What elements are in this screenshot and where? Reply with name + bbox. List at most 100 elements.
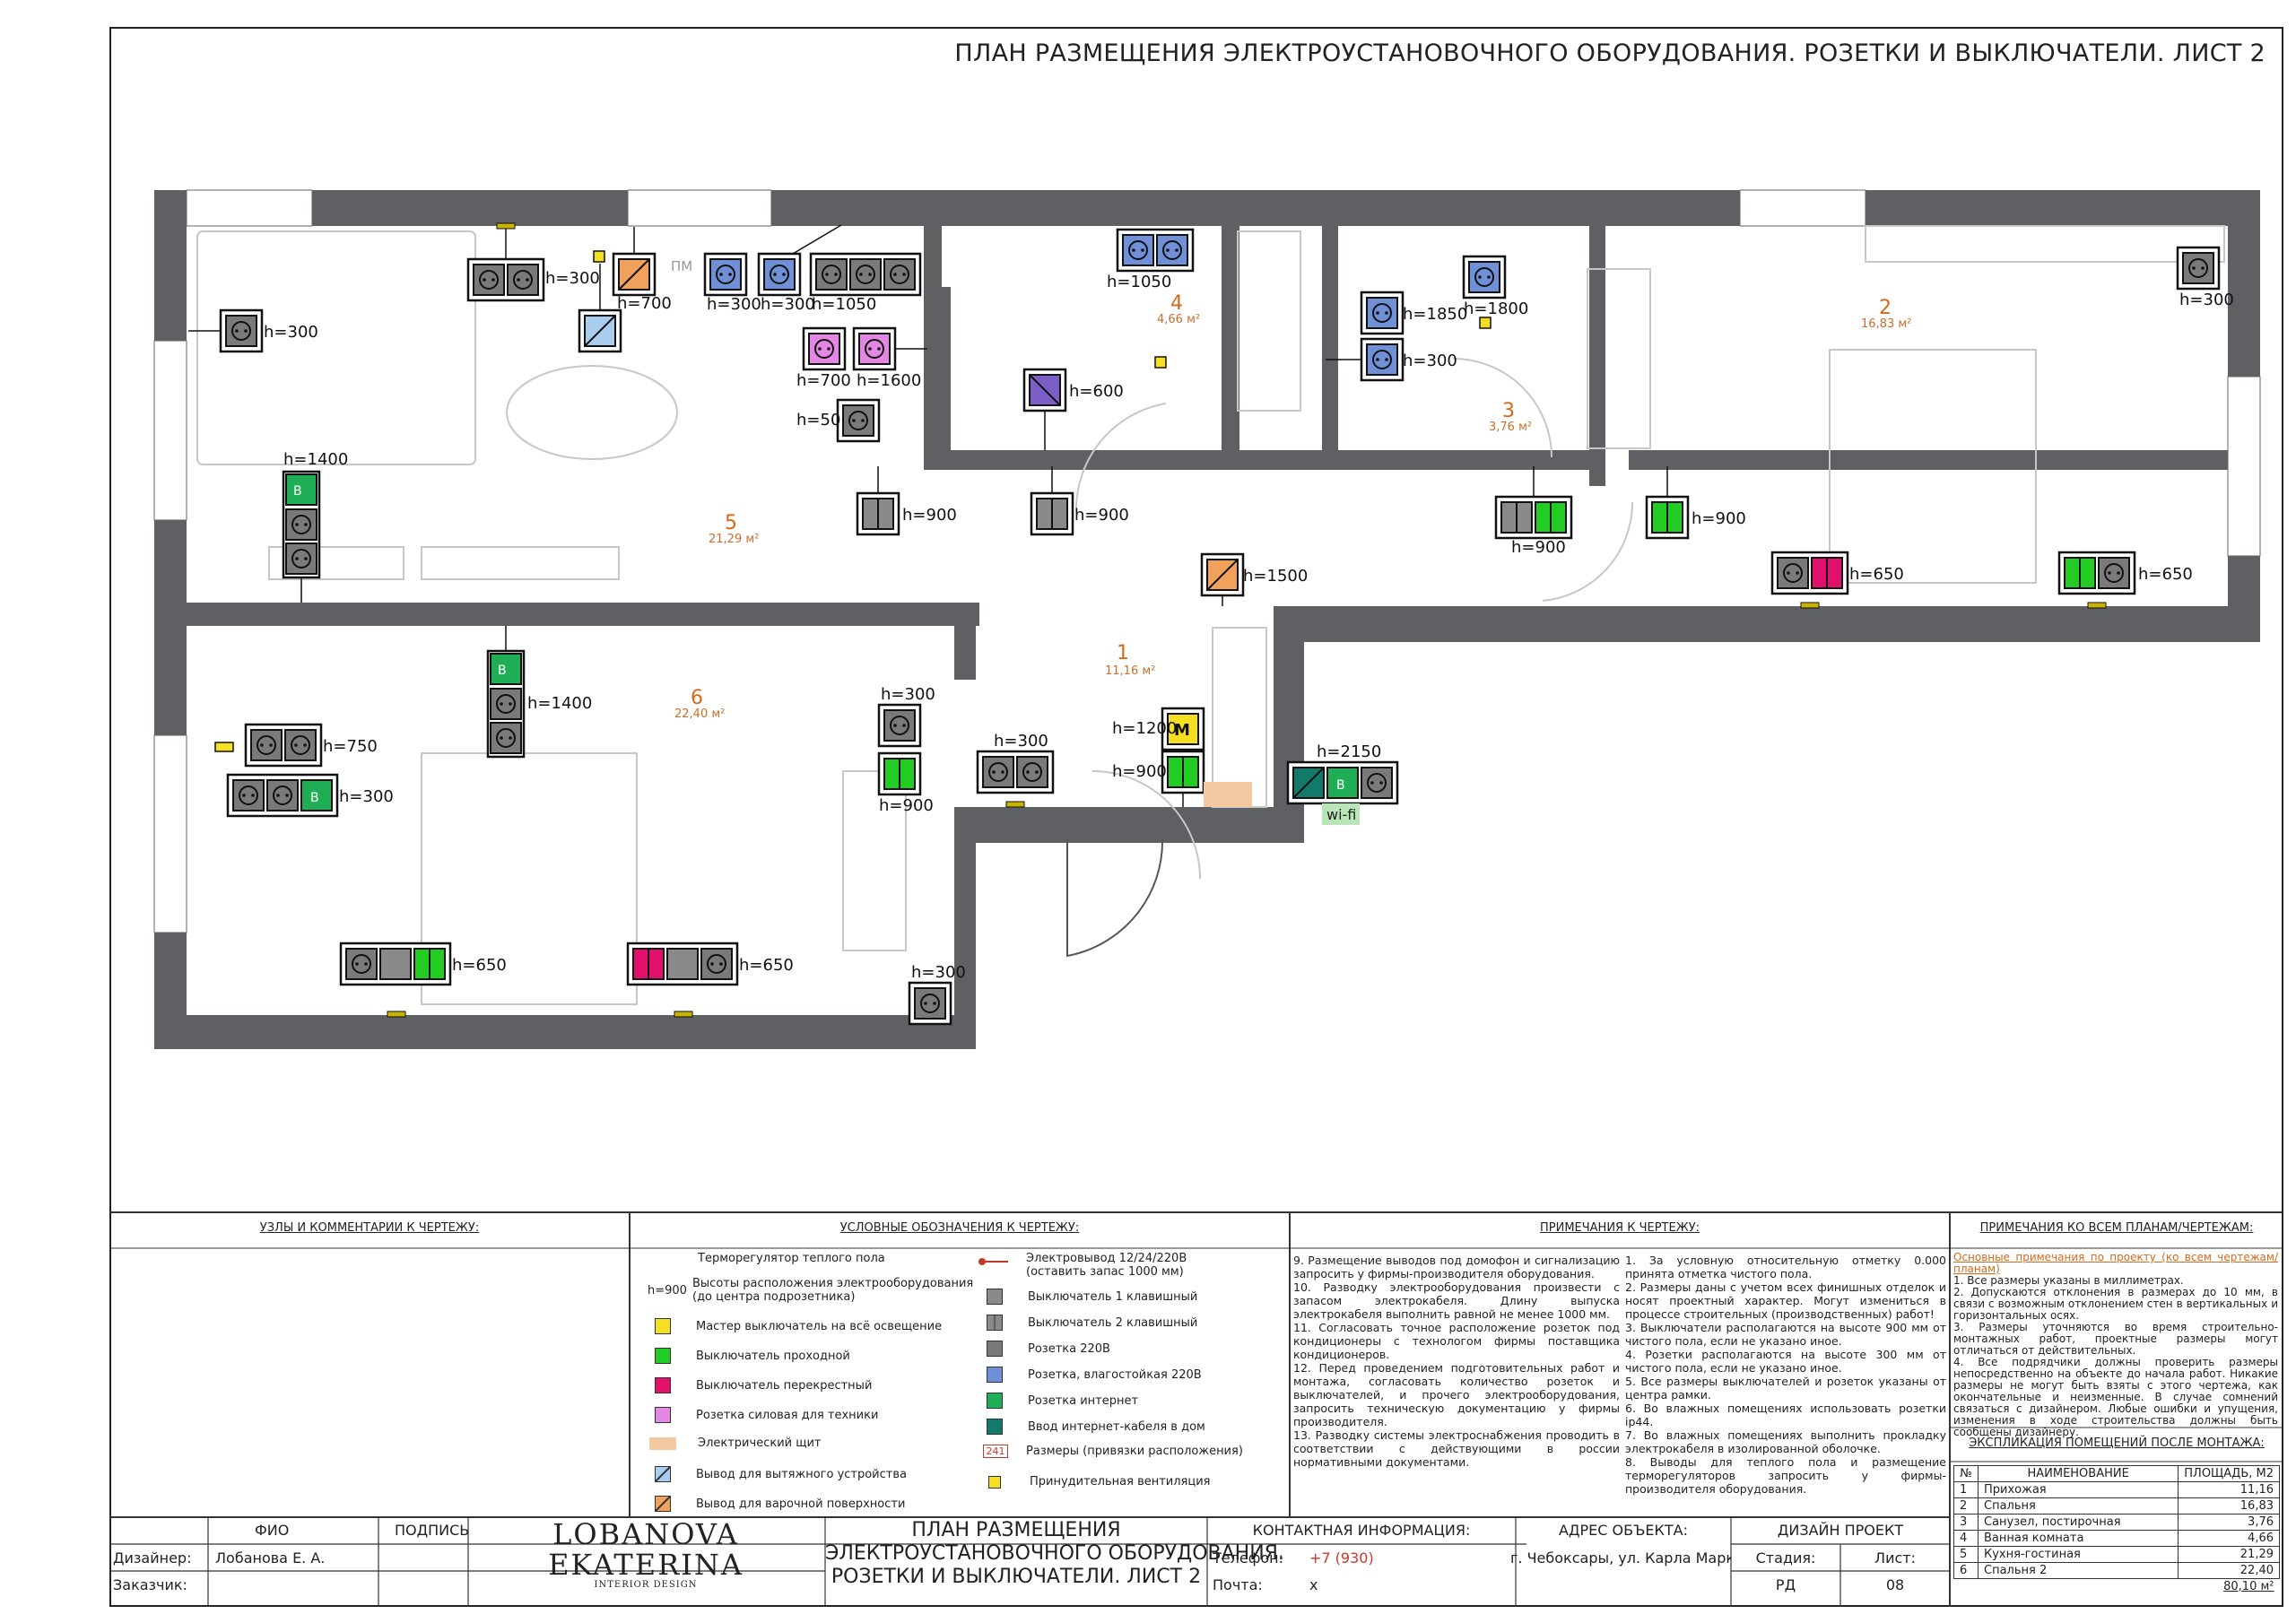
svg-text:h=600: h=600	[1069, 382, 1124, 401]
wifi-label: wi-fi	[1326, 806, 1356, 823]
svg-text:h=1050: h=1050	[812, 295, 876, 314]
svg-text:h=1400: h=1400	[527, 694, 592, 713]
label-h300: h=300	[545, 269, 600, 288]
bedroom2-right-bedside	[626, 942, 739, 1018]
wc-switch-pair	[1494, 466, 1573, 540]
phone-label: Телефон:	[1213, 1549, 1284, 1567]
svg-text:h=300: h=300	[994, 732, 1048, 751]
electric-panel	[1204, 782, 1252, 807]
mail-value: x	[1309, 1576, 1318, 1593]
legend-pass: Выключатель проходной	[655, 1348, 850, 1364]
svg-text:h=650: h=650	[1849, 565, 1904, 584]
svg-text:h=50: h=50	[796, 411, 840, 430]
svg-text:h=1500: h=1500	[1243, 567, 1308, 586]
notes-col-1: 9. Размещение выводов под домофон и сигн…	[1293, 1254, 1620, 1469]
legend-master: Мастер выключатель на всё освещение	[655, 1318, 942, 1334]
svg-text:h=900: h=900	[902, 506, 957, 525]
bedroom2-corner-socket	[908, 981, 952, 1026]
studio-logo: LOBANOVA EKATERINA INTERIOR DESIGN	[548, 1517, 744, 1590]
kitchen-double-socket	[466, 222, 545, 302]
hood-outlet	[578, 264, 622, 353]
legend-header: УСЛОВНЫЕ ОБОЗНАЧЕНИЯ К ЧЕРТЕЖУ:	[839, 1221, 1080, 1235]
room-2-number: 2	[1879, 297, 1892, 319]
label-h700: h=700	[617, 294, 672, 313]
legend-net: Розетка интернет	[987, 1393, 1138, 1409]
svg-text:М: М	[1174, 721, 1190, 740]
svg-text:h=900: h=900	[1511, 538, 1566, 557]
general-notes: Основные примечания по проекту (ко всем …	[1953, 1251, 2278, 1438]
power-socket-2	[852, 326, 927, 371]
legend-thermostat: Терморегулятор теплого пола	[698, 1252, 885, 1265]
svg-text:h=1200: h=1200	[1112, 719, 1177, 738]
nodes-header: УЗЛЫ И КОММЕНТАРИИ К ЧЕРТЕЖУ:	[259, 1221, 480, 1235]
room-6-number: 6	[691, 687, 703, 709]
mail-label: Почта:	[1213, 1576, 1263, 1593]
svg-text:h=1400: h=1400	[283, 450, 348, 469]
svg-text:h=300: h=300	[707, 295, 761, 314]
svg-text:h=300: h=300	[761, 295, 815, 314]
power-socket-1	[802, 326, 847, 371]
master-switch: М	[1161, 707, 1205, 751]
svg-text:В: В	[293, 484, 302, 499]
wet-socket-2	[757, 224, 842, 297]
svg-text:В: В	[1336, 778, 1345, 793]
legend-wet: Розетка, влагостойкая 220В	[987, 1367, 1202, 1383]
room-1-area: 11,16 м²	[1105, 664, 1155, 678]
notes-header: ПРИМЕЧАНИЯ К ЧЕРТЕЖУ:	[1539, 1221, 1700, 1235]
table-header: № НАИМЕНОВАНИЕ ПЛОЩАДЬ, М2	[1953, 1465, 2280, 1482]
svg-text:h=650: h=650	[452, 956, 507, 975]
svg-text:h=650: h=650	[739, 956, 794, 975]
svg-text:h=300: h=300	[881, 685, 935, 704]
hall-double-socket	[976, 750, 1055, 808]
svg-text:h=1850: h=1850	[1403, 305, 1467, 324]
hall-pass-switch	[1161, 750, 1205, 807]
desk-triple-socket: В	[226, 773, 339, 818]
internet-input-block: В	[1286, 760, 1399, 805]
wc-wet-socket-1	[1360, 291, 1405, 335]
bath-wet-double	[1116, 228, 1195, 273]
svg-text:h=300: h=300	[1403, 352, 1457, 370]
legend-sw1: Выключатель 1 клавишный	[987, 1289, 1197, 1305]
legend-netin: Ввод интернет-кабеля в дом	[987, 1419, 1205, 1435]
table-total: 80,10 м²	[2223, 1580, 2274, 1593]
drawing-title: ПЛАН РАЗМЕЩЕНИЯ ЭЛЕКТРОУСТАНОВОЧНОГО ОБО…	[825, 1519, 1284, 1588]
bedroom2-left-bedside	[339, 942, 452, 1018]
room-3-number: 3	[1502, 400, 1515, 422]
kitchen-low-socket	[836, 398, 881, 443]
svg-text:h=300: h=300	[911, 963, 966, 982]
wifi-badge	[1322, 803, 1360, 825]
legend-heights: h=900 Высоты расположения электрооборудо…	[648, 1277, 974, 1304]
svg-text:В: В	[498, 664, 507, 678]
svg-text:h=1050: h=1050	[1107, 273, 1171, 291]
svg-text:h=300: h=300	[339, 787, 394, 806]
wc-wet-socket-2	[1326, 337, 1405, 382]
stage-label: Стадия:	[1755, 1549, 1816, 1567]
walls	[154, 190, 2260, 1049]
svg-text:h=900: h=900	[1692, 509, 1746, 528]
legend-hood: Вывод для вытяжного устройства	[655, 1466, 907, 1482]
legend-cross: Выключатель перекрестный	[655, 1377, 872, 1393]
svg-text:h=300: h=300	[2179, 291, 2234, 309]
svg-text:h=300: h=300	[264, 323, 318, 342]
svg-text:В: В	[310, 791, 319, 805]
room-5-area: 21,29 м²	[709, 533, 759, 546]
furniture	[196, 225, 2225, 1005]
room-6-area: 22,40 м²	[674, 707, 725, 721]
bath-switch	[1030, 466, 1074, 536]
stage-value: РД	[1775, 1576, 1796, 1593]
vent-icon-2	[1479, 317, 1492, 329]
bedroom-left-bedside	[1770, 551, 1849, 609]
legend-socket: Розетка 220В	[987, 1341, 1110, 1357]
svg-text:h=700: h=700	[796, 371, 851, 390]
svg-text:h=900: h=900	[1112, 762, 1167, 781]
bedroom-right-bedside	[2057, 551, 2136, 609]
room-5-number: 5	[725, 512, 737, 534]
sign-header: ПОДПИСЬ	[395, 1522, 470, 1539]
bedroom2-door-switch	[877, 751, 922, 796]
